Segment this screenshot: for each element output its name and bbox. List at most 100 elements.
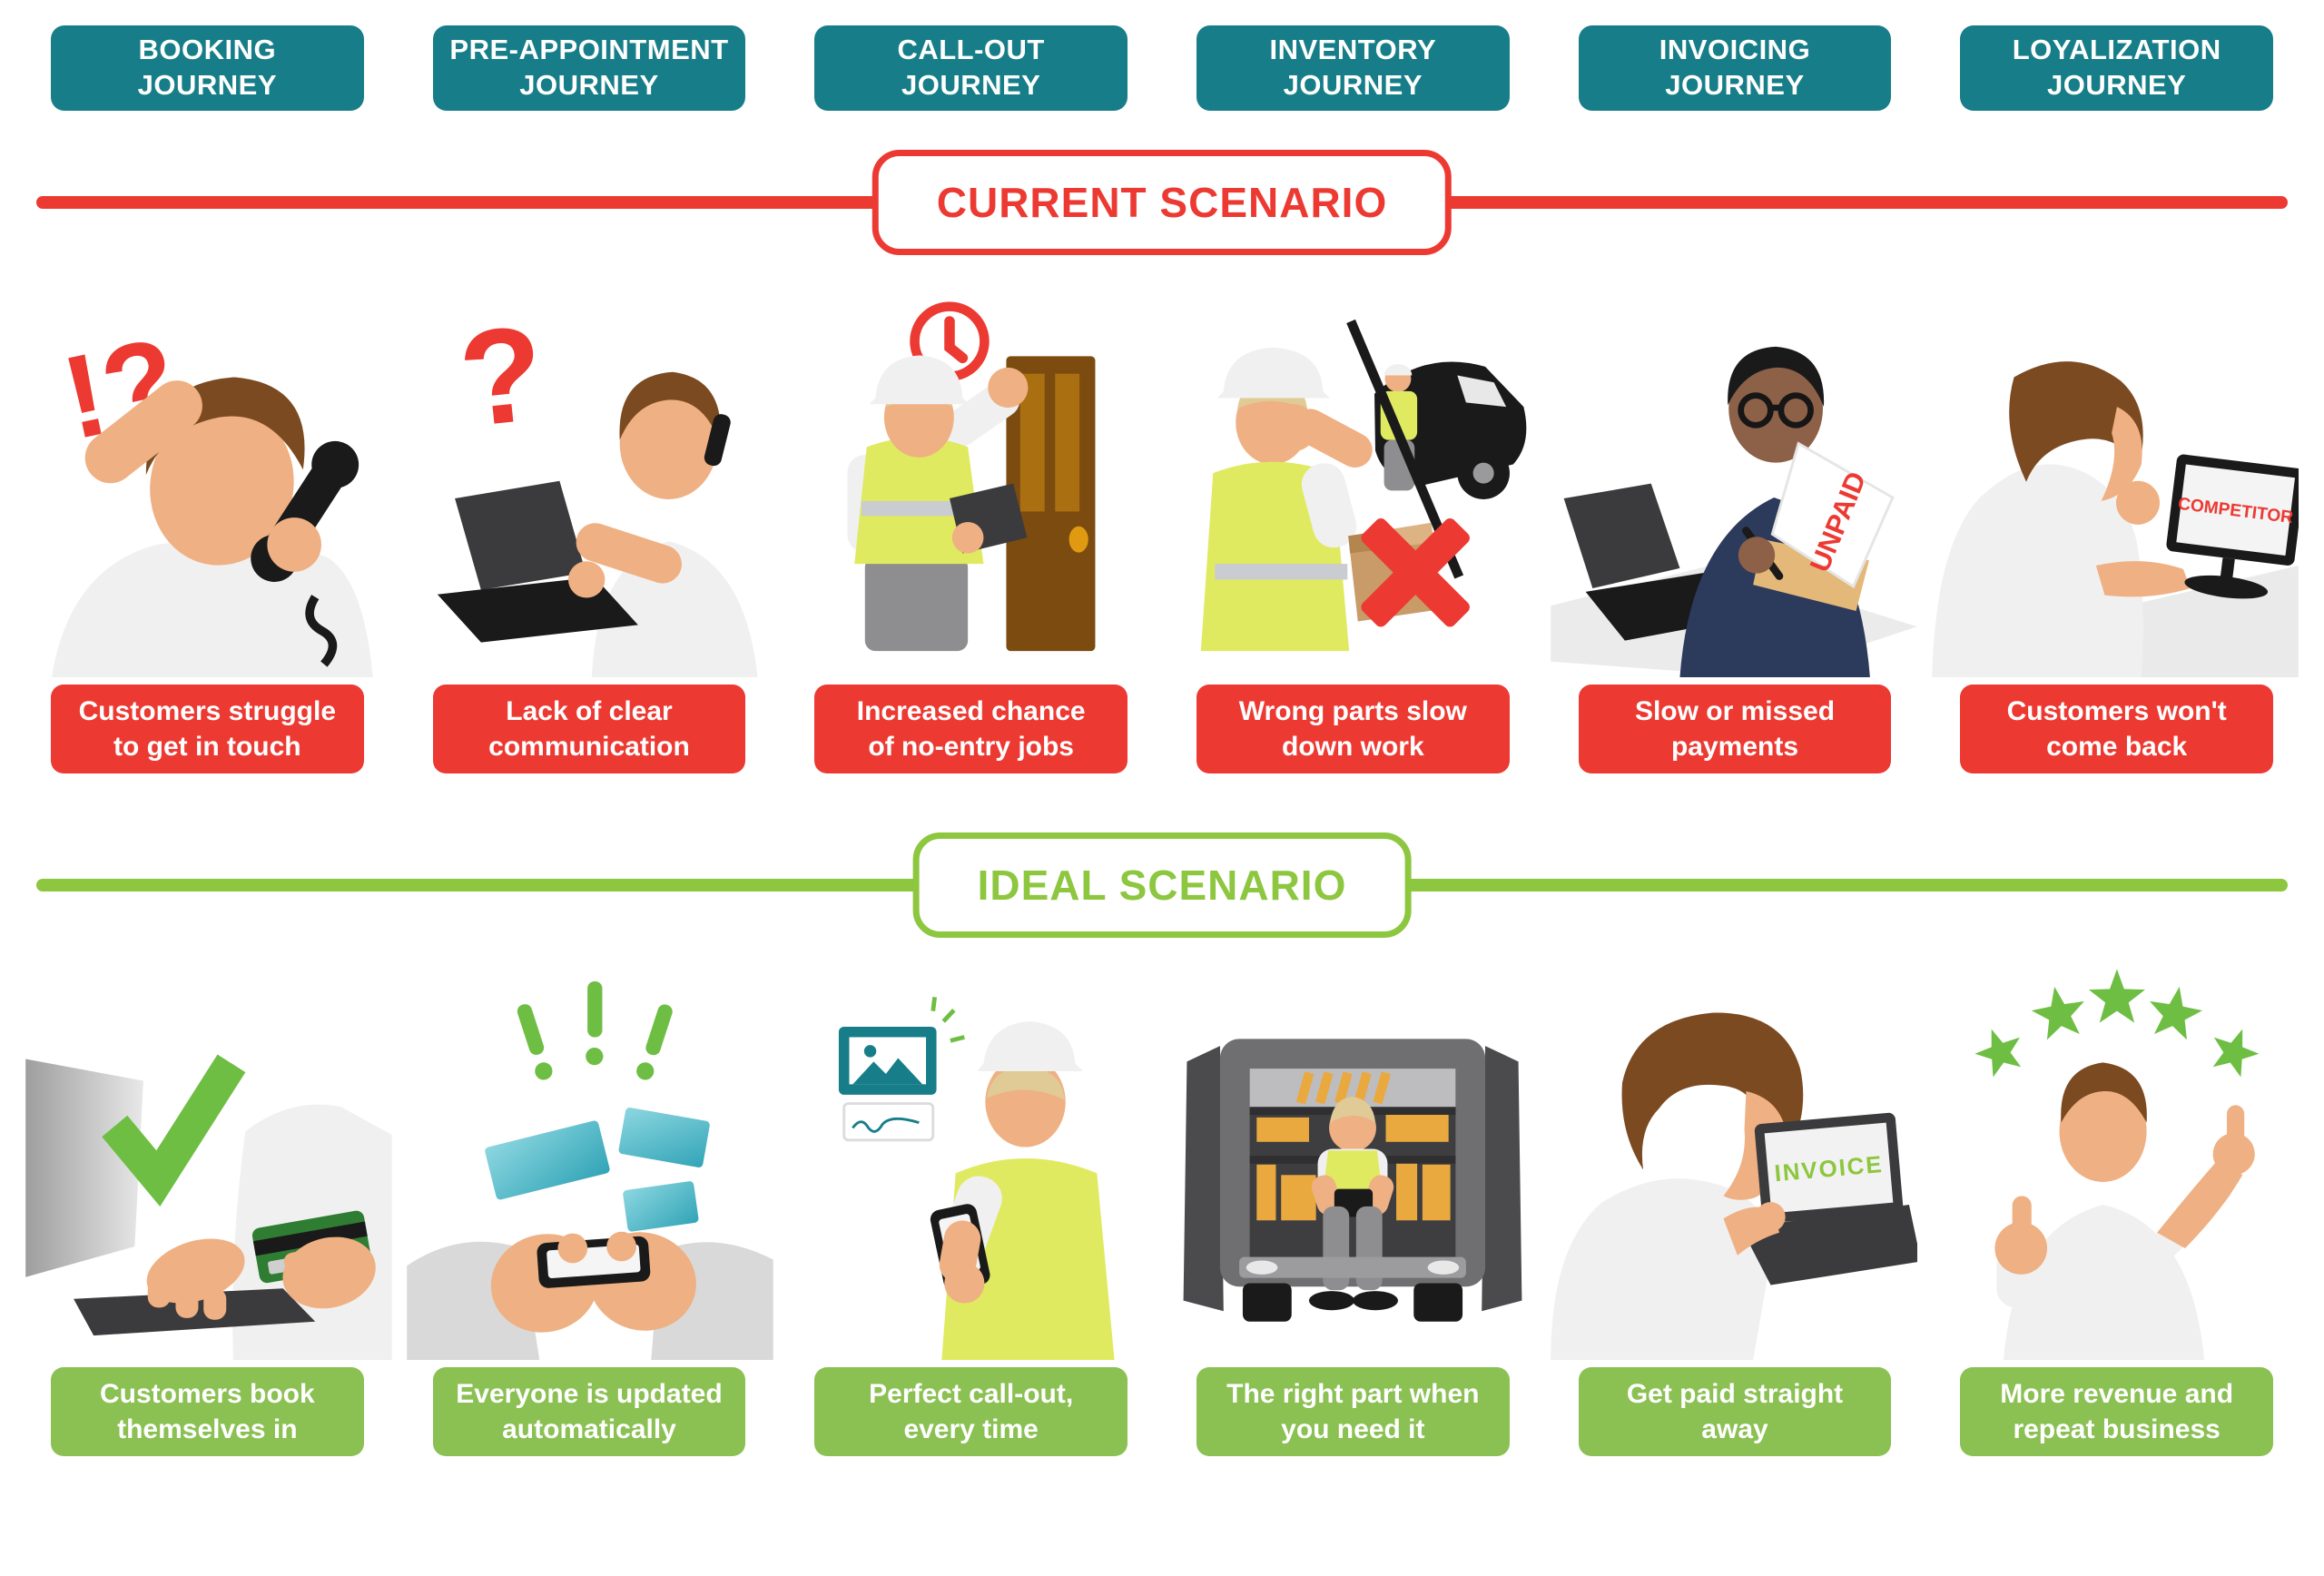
caption-customers-wont-return: Customers won't come back [1960, 685, 2273, 773]
caption-line2: you need it [1281, 1414, 1425, 1444]
caption-line2: automatically [502, 1414, 676, 1444]
caption-line2: of no-entry jobs [868, 732, 1074, 762]
hard-hat-icon [869, 355, 970, 405]
ideal-scenario-captions: Customers book themselves in Everyone is… [0, 1367, 2324, 1456]
caption-customers-struggle: Customers struggle to get in touch [51, 685, 364, 773]
caption-line1: More revenue and [2000, 1379, 2234, 1409]
badge-label-line2: JOURNEY [137, 69, 278, 101]
caption-customers-book: Customers book themselves in [51, 1367, 364, 1456]
exclamation-icons [517, 980, 673, 1080]
caption-line2: repeat business [2013, 1414, 2221, 1444]
caption-line1: The right part when [1226, 1379, 1480, 1409]
badge-label-line2: JOURNEY [519, 69, 659, 101]
ideal-scenario-title: IDEAL SCENARIO [912, 832, 1412, 938]
caption-line2: away [1701, 1414, 1768, 1444]
illustration-technician-knocking [788, 276, 1155, 677]
caption-line2: down work [1281, 732, 1424, 762]
current-scenario-illustrations: !? ? [0, 276, 2324, 677]
unpaid-invoice-paper: UNPAID [1770, 441, 1895, 589]
sparkle-icon [931, 996, 965, 1043]
caption-line1: Perfect call-out, [869, 1379, 1074, 1409]
journey-badge-pre-appointment: PRE-APPOINTMENT JOURNEY [432, 25, 746, 111]
badge-label-line2: JOURNEY [901, 69, 1041, 101]
caption-line2: communication [488, 732, 690, 762]
journey-badge-booking: BOOKING JOURNEY [51, 25, 364, 111]
illustration-phone-notifications [407, 959, 773, 1360]
caption-line1: Get paid straight [1626, 1379, 1844, 1409]
x-mark-icon [1361, 517, 1470, 627]
caption-line2: come back [2046, 732, 2188, 762]
illustration-online-booking [25, 959, 392, 1360]
caption-everyone-updated: Everyone is updated automatically [432, 1367, 746, 1456]
caption-line2: every time [903, 1414, 1039, 1444]
badge-label-line1: BOOKING [138, 34, 277, 66]
technician-knocking-svg [847, 301, 1096, 652]
caption-line1: Customers struggle [78, 696, 337, 726]
five-stars-icon [1968, 969, 2265, 1080]
illustration-five-stars [1932, 959, 2299, 1360]
online-booking-svg [25, 1054, 392, 1360]
journey-header-row: BOOKING JOURNEY PRE-APPOINTMENT JOURNEY … [0, 25, 2324, 111]
badge-label-line1: LOYALIZATION [2012, 34, 2221, 66]
illustration-frustrated-phone-caller: !? [25, 276, 392, 677]
unpaid-invoice-svg: UNPAID [1551, 346, 1917, 677]
badge-label-line1: INVOICING [1659, 34, 1811, 66]
current-scenario-banner-row: CURRENT SCENARIO [0, 134, 2324, 271]
illustration-invoice-laptop: INVOICE [1551, 959, 1917, 1360]
caption-wrong-parts: Wrong parts slow down work [1196, 685, 1510, 773]
illustration-stocked-van [1169, 959, 1536, 1360]
caption-line1: Slow or missed [1634, 696, 1836, 726]
hard-hat-icon [1217, 347, 1331, 399]
frustrated-phone-caller-svg: !? [52, 313, 373, 677]
confused-at-laptop-svg: ? [437, 296, 758, 677]
illustration-wrong-parts [1169, 276, 1536, 677]
caption-perfect-callout: Perfect call-out, every time [814, 1367, 1128, 1456]
competitor-screen-svg: COMPETITOR [1932, 361, 2299, 677]
question-mark-icon: ? [453, 296, 551, 456]
badge-label-line1: INVENTORY [1269, 34, 1437, 66]
caption-slow-payments: Slow or missed payments [1578, 685, 1892, 773]
caption-line1: Customers won't [2006, 696, 2227, 726]
caption-line1: Customers book [99, 1379, 315, 1409]
pointing-hand [2212, 1105, 2255, 1176]
caption-lack-of-communication: Lack of clear communication [432, 685, 746, 773]
ideal-scenario-banner-row: IDEAL SCENARIO [0, 817, 2324, 953]
caption-line1: Everyone is updated [456, 1379, 723, 1409]
illustration-unpaid-invoice: UNPAID [1551, 276, 1917, 677]
caption-line2: to get in touch [113, 732, 301, 762]
photo-message-card [838, 1026, 937, 1142]
caption-line1: Lack of clear [506, 696, 673, 726]
service-journey-infographic: BOOKING JOURNEY PRE-APPOINTMENT JOURNEY … [0, 25, 2324, 1456]
ideal-scenario-illustrations: INVOICE [0, 959, 2324, 1360]
thumbs-up-icon [1994, 1196, 2048, 1275]
competitor-monitor: COMPETITOR [2166, 454, 2299, 599]
wrong-parts-svg [1200, 319, 1527, 652]
caption-line1: Wrong parts slow [1238, 696, 1467, 726]
stocked-van-svg [1183, 1039, 1522, 1322]
illustration-photo-confirmation [788, 959, 1155, 1360]
badge-label-line1: CALL-OUT [897, 34, 1045, 66]
illustration-competitor-screen: COMPETITOR [1932, 276, 2299, 677]
caption-line2: payments [1670, 732, 1799, 762]
current-scenario-title: CURRENT SCENARIO [872, 150, 1452, 255]
badge-label-line2: JOURNEY [2046, 69, 2187, 101]
van-shelf-parts [1256, 1071, 1451, 1221]
glasses-icon [1738, 392, 1814, 428]
invoice-laptop-svg: INVOICE [1551, 1012, 1917, 1360]
mobile-phone-icon [704, 414, 731, 467]
checkmark-icon [102, 1054, 246, 1207]
caption-line1: Increased chance [856, 696, 1086, 726]
badge-label-line1: PRE-APPOINTMENT [449, 34, 729, 66]
notification-cards [481, 1104, 714, 1236]
invoice-laptop: INVOICE [1741, 1112, 1917, 1285]
caption-right-part: The right part when you need it [1196, 1367, 1510, 1456]
journey-badge-invoicing: INVOICING JOURNEY [1578, 25, 1892, 111]
photo-confirmation-svg [838, 996, 1115, 1360]
caption-more-revenue: More revenue and repeat business [1960, 1367, 2273, 1456]
journey-badge-loyalization: LOYALIZATION JOURNEY [1960, 25, 2273, 111]
caption-line2: themselves in [117, 1414, 298, 1444]
five-stars-svg [1968, 969, 2265, 1360]
phone-notifications-svg [407, 980, 773, 1360]
journey-badge-inventory: INVENTORY JOURNEY [1196, 25, 1510, 111]
caption-get-paid: Get paid straight away [1578, 1367, 1892, 1456]
